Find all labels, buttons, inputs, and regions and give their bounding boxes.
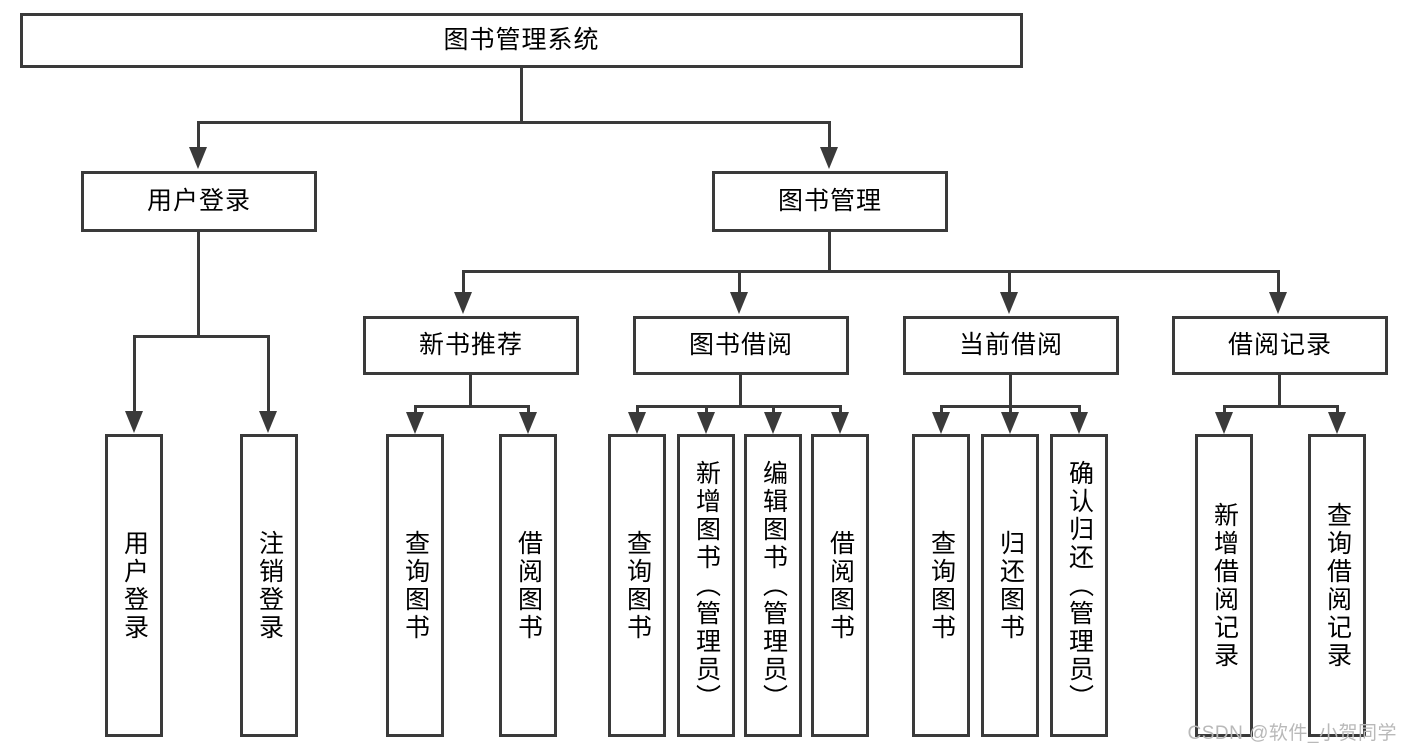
node-label: 图书借阅	[688, 330, 793, 359]
leaf-edit-book-admin[interactable]: 编辑图书（管理员）	[744, 434, 802, 737]
connector-drop-leaf-query-book-1	[414, 405, 417, 415]
leaf-return-book[interactable]: 归还图书	[981, 434, 1039, 737]
node-label: 用户登录	[146, 186, 251, 215]
node-current-borrowing[interactable]: 当前借阅	[903, 316, 1119, 375]
arrowhead-leaf-add-record	[1215, 412, 1233, 434]
connector-drop-book-borrow	[738, 270, 741, 294]
connector-current-borrow-stem	[1009, 375, 1012, 405]
arrowhead-leaf-borrow-book-2	[831, 412, 849, 434]
connector-root-stem	[520, 68, 523, 121]
node-root-book-management-system[interactable]: 图书管理系统	[20, 13, 1023, 68]
arrowhead-borrow-record	[1269, 292, 1287, 314]
arrowhead-book-borrow	[730, 292, 748, 314]
leaf-logout-login[interactable]: 注销登录	[240, 434, 298, 737]
leaf-borrow-book-borrow[interactable]: 借阅图书	[811, 434, 869, 737]
leaf-label: 借阅图书	[826, 529, 855, 642]
leaf-borrow-book-new-rec[interactable]: 借阅图书	[499, 434, 557, 737]
connector-drop-leaf-user-login	[133, 335, 136, 413]
connector-level2-bus	[197, 121, 830, 124]
connector-drop-new-book-rec	[462, 270, 465, 294]
leaf-label: 用户登录	[120, 529, 149, 642]
arrowhead-book-manage	[820, 147, 838, 169]
connector-drop-leaf-logout-login	[267, 335, 270, 413]
connector-drop-leaf-confirm-return	[1078, 405, 1081, 415]
arrowhead-leaf-add-book	[697, 412, 715, 434]
connector-drop-leaf-edit-book	[772, 405, 775, 415]
leaf-user-login[interactable]: 用户登录	[105, 434, 163, 737]
connector-borrow-record-bus	[1223, 405, 1339, 408]
connector-drop-leaf-return-book	[1009, 405, 1012, 415]
arrowhead-leaf-return-book	[1001, 412, 1019, 434]
node-borrowing-record[interactable]: 借阅记录	[1172, 316, 1388, 375]
connector-level3-bus	[462, 270, 1280, 273]
leaf-label: 查询图书	[927, 529, 956, 642]
node-new-book-recommendation[interactable]: 新书推荐	[363, 316, 579, 375]
leaf-label: 查询图书	[623, 529, 652, 642]
node-label: 图书管理系统	[443, 25, 600, 54]
leaf-confirm-return-admin[interactable]: 确认归还（管理员）	[1050, 434, 1108, 737]
arrowhead-leaf-query-book-2	[628, 412, 646, 434]
leaf-query-book-current[interactable]: 查询图书	[912, 434, 970, 737]
node-user-login[interactable]: 用户登录	[81, 171, 317, 232]
leaf-label: 查询借阅记录	[1323, 501, 1352, 670]
leaf-query-borrow-record[interactable]: 查询借阅记录	[1308, 434, 1366, 737]
node-book-management[interactable]: 图书管理	[712, 171, 948, 232]
arrowhead-leaf-query-book-3	[932, 412, 950, 434]
connector-drop-current-borrow	[1008, 270, 1011, 294]
connector-drop-user-login	[197, 121, 200, 149]
node-book-borrowing[interactable]: 图书借阅	[633, 316, 849, 375]
connector-drop-book-manage	[828, 121, 831, 149]
leaf-label: 确认归还（管理员）	[1065, 459, 1094, 712]
leaf-label: 借阅图书	[514, 529, 543, 642]
arrowhead-leaf-edit-book	[764, 412, 782, 434]
leaf-label: 新增图书（管理员）	[692, 459, 721, 712]
connector-drop-leaf-query-book-3	[940, 405, 943, 415]
leaf-query-book-borrow[interactable]: 查询图书	[608, 434, 666, 737]
connector-drop-leaf-borrow-book-2	[839, 405, 842, 415]
connector-drop-borrow-record	[1277, 270, 1280, 294]
connector-user-login-bus	[133, 335, 270, 338]
connector-drop-leaf-query-record	[1336, 405, 1339, 415]
leaf-query-book-new-rec[interactable]: 查询图书	[386, 434, 444, 737]
connector-book-manage-stem	[828, 232, 831, 270]
node-label: 新书推荐	[418, 330, 523, 359]
connector-new-book-rec-stem	[469, 375, 472, 405]
arrowhead-leaf-query-book-1	[406, 412, 424, 434]
connector-drop-leaf-borrow-book-1	[527, 405, 530, 415]
leaf-label: 查询图书	[401, 529, 430, 642]
leaf-add-book-admin[interactable]: 新增图书（管理员）	[677, 434, 735, 737]
leaf-label: 新增借阅记录	[1210, 501, 1239, 670]
node-label: 当前借阅	[958, 330, 1063, 359]
node-label: 图书管理	[777, 186, 882, 215]
connector-drop-leaf-add-record	[1223, 405, 1226, 415]
leaf-add-borrow-record[interactable]: 新增借阅记录	[1195, 434, 1253, 737]
connector-book-borrow-bus	[636, 405, 842, 408]
connector-user-login-stem	[197, 232, 200, 335]
arrowhead-leaf-user-login	[125, 411, 143, 433]
node-label: 借阅记录	[1227, 330, 1332, 359]
arrowhead-leaf-logout-login	[259, 411, 277, 433]
connector-drop-leaf-query-book-2	[636, 405, 639, 415]
arrowhead-current-borrow	[1000, 292, 1018, 314]
leaf-label: 编辑图书（管理员）	[759, 459, 788, 712]
leaf-label: 注销登录	[255, 529, 284, 642]
arrowhead-new-book-rec	[454, 292, 472, 314]
connector-drop-leaf-add-book	[705, 405, 708, 415]
leaf-label: 归还图书	[996, 529, 1025, 642]
arrowhead-leaf-confirm-return	[1070, 412, 1088, 434]
arrowhead-leaf-borrow-book-1	[519, 412, 537, 434]
connector-book-borrow-stem	[739, 375, 742, 405]
csdn-watermark: CSDN @软件_小贺同学	[1187, 723, 1397, 744]
connector-new-book-rec-bus	[414, 405, 530, 408]
connector-borrow-record-stem	[1278, 375, 1281, 405]
arrowhead-user-login	[189, 147, 207, 169]
arrowhead-leaf-query-record	[1328, 412, 1346, 434]
